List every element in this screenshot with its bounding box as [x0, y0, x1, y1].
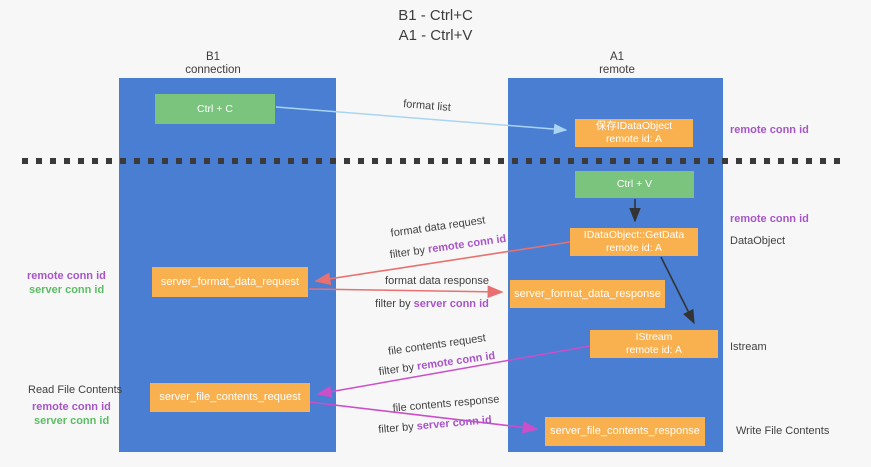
remote-conn-id-key: remote conn id: [427, 232, 507, 256]
box-server-format-data-response-label: server_format_data_response: [514, 287, 661, 300]
side-label-read-file-contents: Read File Contents: [28, 384, 123, 396]
box-idataobject-getdata-line2: remote id: A: [605, 242, 663, 254]
side-label-istream: Istream: [730, 341, 767, 353]
lifeline-b1-role: connection: [185, 64, 241, 76]
side-label-left-server-conn-id-bottom: server conn id: [34, 415, 110, 427]
box-server-file-contents-request-label: server_file_contents_request: [159, 391, 301, 403]
side-label-write-file-contents: Write File Contents: [736, 425, 830, 437]
arrow-label-file-contents-response: file contents response: [392, 393, 500, 415]
lifeline-a1-role: remote: [599, 64, 635, 76]
box-server-format-data-request: server_format_data_request: [152, 267, 308, 297]
box-server-file-contents-response: server_file_contents_response: [545, 417, 705, 446]
box-save-idataobject: 保存IDataObject remote id: A: [575, 119, 693, 147]
box-ctrl-c-label: Ctrl + C: [197, 102, 233, 115]
box-ctrl-v-label: Ctrl + V: [616, 178, 653, 190]
lifeline-header-a1: A1 remote: [557, 51, 677, 77]
arrow-label-format-list: format list: [402, 98, 452, 114]
side-label-left-remote-conn-id-bottom: remote conn id: [32, 401, 111, 413]
arrow-label-format-data-response: format data response: [385, 275, 489, 287]
side-label-dataobject: DataObject: [730, 235, 786, 247]
box-save-idataobject-line2: remote id: A: [605, 133, 663, 145]
side-label-remote-conn-id-top: remote conn id: [730, 124, 809, 136]
box-ctrl-c: Ctrl + C: [155, 94, 275, 124]
box-server-file-contents-request: server_file_contents_request: [150, 383, 310, 412]
server-conn-id-key: server conn id: [416, 414, 493, 433]
side-label-remote-conn-id-mid: remote conn id: [730, 213, 809, 225]
filter-by-text: filter by: [389, 243, 429, 262]
diagram-title: B1 - Ctrl+C A1 - Ctrl+V: [0, 6, 871, 46]
box-istream: IStream remote id: A: [590, 330, 718, 358]
arrow-label-file-contents-response-filter: filter by server conn id: [378, 414, 492, 436]
box-server-format-data-response: server_format_data_response: [510, 280, 665, 308]
arrow-format-data-response: [308, 285, 504, 299]
diagram-title-line2: A1 - Ctrl+V: [398, 27, 473, 44]
filter-by-text: filter by: [377, 420, 418, 436]
box-ctrl-v: Ctrl + V: [575, 171, 694, 198]
box-server-file-contents-response-label: server_file_contents_response: [550, 425, 700, 437]
arrow-label-format-data-request: format data request: [389, 214, 487, 240]
filter-by-text: filter by: [375, 298, 414, 310]
filter-by-text: filter by: [378, 360, 418, 379]
diagram-title-line1: B1 - Ctrl+C: [398, 7, 473, 24]
box-server-format-data-request-label: server_format_data_request: [160, 275, 300, 288]
lifeline-a1-name: A1: [609, 51, 625, 63]
box-istream-line2: remote id: A: [625, 344, 683, 356]
arrow-label-format-data-response-filter: filter by server conn id: [375, 298, 489, 310]
box-idataobject-getdata-line1: IDataObject::GetData: [583, 229, 685, 241]
side-label-left-remote-conn-id-top: remote conn id: [27, 270, 106, 282]
box-idataobject-getdata: IDataObject::GetData remote id: A: [570, 228, 698, 256]
box-save-idataobject-line1: 保存IDataObject: [595, 120, 673, 132]
box-istream-line1: IStream: [635, 331, 673, 343]
lifeline-b1-name: B1: [205, 51, 221, 63]
lifeline-header-b1: B1 connection: [153, 51, 273, 77]
server-conn-id-key: server conn id: [413, 298, 489, 310]
remote-conn-id-key: remote conn id: [416, 349, 496, 373]
side-label-left-server-conn-id-top: server conn id: [29, 284, 105, 296]
